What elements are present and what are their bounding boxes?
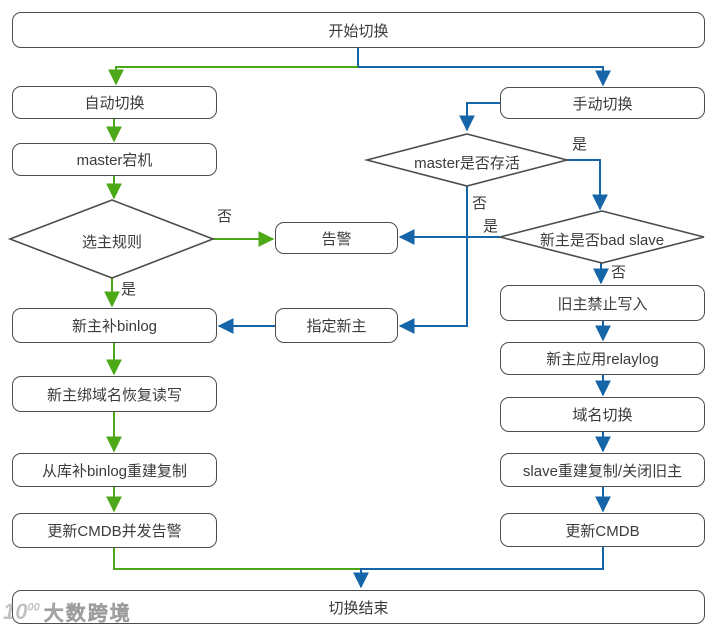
edge-start-manual <box>358 66 611 87</box>
edge-label-select-rule-no: 否 <box>217 208 233 225</box>
decision-shapes <box>7 133 705 279</box>
watermark: 1000 大数跨境 <box>3 597 132 626</box>
edge-updatecmdb-end <box>353 547 604 589</box>
edge-masteralive-badslave <box>567 159 608 211</box>
edge-cmdbalert-junction <box>113 548 361 570</box>
edge-label-select-rule-yes: 是 <box>121 281 137 298</box>
node-update-cmdb: 更新CMDB <box>500 513 705 547</box>
node-domain-switch: 域名切换 <box>500 397 705 432</box>
node-bind-domain: 新主绑域名恢复读写 <box>12 376 217 412</box>
diamond-select-rule <box>7 199 216 279</box>
node-master-down: master宕机 <box>12 143 217 176</box>
edge-start-auto <box>108 66 358 86</box>
node-end: 切换结束 <box>12 590 705 624</box>
edge-manual-masteralive <box>459 102 500 132</box>
node-manual-switch: 手动切换 <box>500 87 705 119</box>
diamond-bad-slave <box>499 210 705 264</box>
node-slave-binlog-rebuild: 从库补binlog重建复制 <box>12 453 217 487</box>
edge-label-master-alive-yes: 是 <box>572 136 588 153</box>
watermark-text: 大数跨境 <box>43 603 132 626</box>
watermark-logo-icon: 1000 <box>3 598 40 624</box>
node-update-cmdb-alert: 更新CMDB并发告警 <box>12 513 217 548</box>
node-start: 开始切换 <box>12 12 705 48</box>
edges-manual-path <box>217 66 611 589</box>
node-assign-new-master: 指定新主 <box>275 308 398 343</box>
node-old-master-forbid: 旧主禁止写入 <box>500 285 705 321</box>
node-apply-relaylog: 新主应用relaylog <box>500 342 705 375</box>
node-new-master-binlog: 新主补binlog <box>12 308 217 343</box>
node-alert: 告警 <box>275 222 398 254</box>
edge-label-bad-slave-no: 否 <box>611 264 627 281</box>
edge-masteralive-assign <box>398 186 468 334</box>
node-auto-switch: 自动切换 <box>12 86 217 119</box>
edge-label-bad-slave-yes: 是 <box>483 218 499 235</box>
edges-auto-path <box>104 66 361 570</box>
diamond-master-alive <box>363 133 571 187</box>
edge-label-master-alive-no: 否 <box>472 195 488 212</box>
node-slave-rebuild-close: slave重建复制/关闭旧主 <box>500 453 705 487</box>
